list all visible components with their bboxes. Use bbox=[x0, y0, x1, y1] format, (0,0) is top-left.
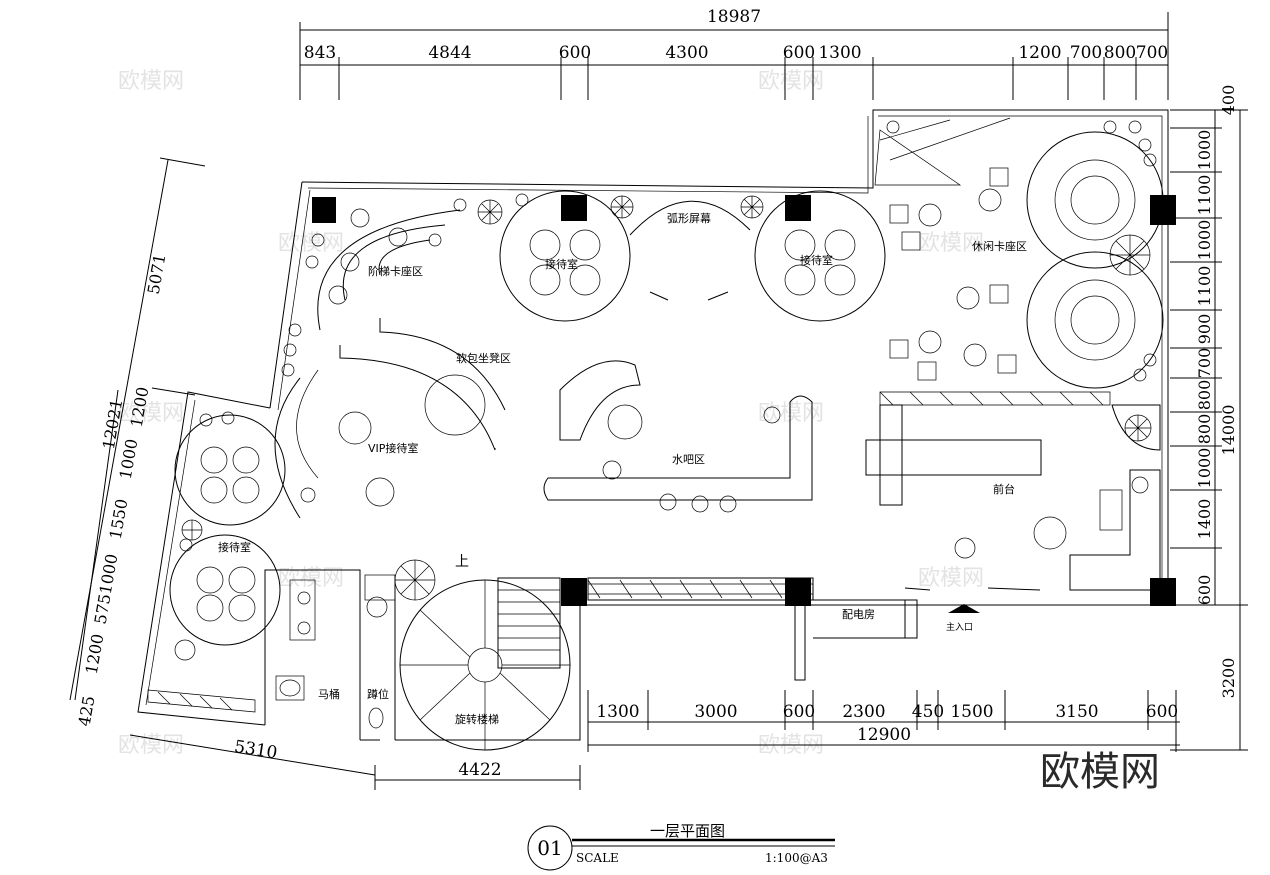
dim-left-3: 1550 bbox=[106, 497, 132, 540]
label-front-desk: 前台 bbox=[993, 482, 1015, 496]
dim-right-6: 900 bbox=[1195, 314, 1214, 345]
dim-left-7: 425 bbox=[75, 694, 99, 727]
label-main-entrance: 主入口 bbox=[946, 621, 973, 633]
label-toilet: 马桶 bbox=[318, 687, 340, 701]
scale-label: SCALE bbox=[576, 851, 619, 865]
label-up: 上 bbox=[455, 554, 469, 570]
dim-left-outer-1: 5071 bbox=[144, 252, 170, 295]
furniture bbox=[169, 131, 1164, 751]
walls bbox=[137, 109, 1169, 741]
label-power-room: 配电房 bbox=[842, 608, 875, 621]
dim-right-11: 1400 bbox=[1195, 499, 1214, 540]
drawing-number: 01 bbox=[537, 836, 562, 860]
dim-bottom-right-5: 450 bbox=[912, 702, 944, 722]
watermark-text: 欧模网 bbox=[758, 401, 824, 426]
dim-bottom-right-6: 1500 bbox=[950, 702, 993, 722]
dim-top-5: 600 bbox=[783, 43, 815, 63]
dim-bottom-right-2: 3000 bbox=[694, 702, 737, 722]
dim-bottom-right-total: 12900 bbox=[857, 725, 911, 745]
left-dimensions: 5071 12021 1200 1000 1550 1000 575 1200 … bbox=[69, 157, 206, 728]
dim-top-1: 843 bbox=[304, 43, 336, 63]
dim-right-9: 800 bbox=[1195, 414, 1214, 445]
brand-logo-text: 欧模网 bbox=[1040, 749, 1160, 795]
dim-top-right-4: 700 bbox=[1136, 43, 1168, 63]
watermark-text: 欧模网 bbox=[918, 566, 984, 591]
room-labels: 阶梯卡座区 接待室 弧形屏幕 接待室 休闲卡座区 软包坐凳区 VIP接待室 水吧… bbox=[218, 211, 1027, 726]
dim-right-2: 1000 bbox=[1195, 130, 1214, 171]
dim-right-7: 700 bbox=[1195, 348, 1214, 379]
dim-bottom-right-4: 2300 bbox=[842, 702, 885, 722]
dim-top-3: 600 bbox=[559, 43, 591, 63]
label-arc-screen: 弧形屏幕 bbox=[667, 211, 711, 225]
dim-right-4: 1000 bbox=[1195, 220, 1214, 261]
label-spiral-stair: 旋转楼梯 bbox=[455, 712, 499, 726]
drawing-title: 一层平面图 bbox=[650, 822, 725, 840]
dim-left-2: 1000 bbox=[116, 437, 142, 480]
watermark-text: 欧模网 bbox=[118, 401, 184, 426]
right-dimensions: 400 1000 1100 1000 1100 900 700 800 800 … bbox=[1170, 85, 1248, 751]
watermark-text: 欧模网 bbox=[118, 69, 184, 94]
dim-left-5: 575 bbox=[91, 592, 115, 625]
plants bbox=[174, 120, 1157, 661]
dim-top-total: 18987 bbox=[707, 7, 761, 27]
dim-top-right-1: 1200 bbox=[1018, 43, 1061, 63]
label-vip-reception: VIP接待室 bbox=[368, 441, 418, 455]
label-squat: 蹲位 bbox=[367, 687, 389, 701]
watermark-text: 欧模网 bbox=[118, 733, 184, 758]
label-stair-booth: 阶梯卡座区 bbox=[368, 264, 423, 278]
dim-right-1: 400 bbox=[1219, 85, 1238, 116]
watermark-text: 欧模网 bbox=[918, 231, 984, 256]
label-reception-2: 接待室 bbox=[800, 253, 833, 267]
dim-right-total: 14000 bbox=[1219, 405, 1238, 456]
dim-right-12: 600 bbox=[1195, 575, 1214, 606]
label-reception-left: 接待室 bbox=[218, 540, 251, 554]
dim-right-8: 800 bbox=[1195, 380, 1214, 411]
label-soft-seat: 软包坐凳区 bbox=[456, 351, 511, 365]
dim-bottom-stair: 4422 bbox=[458, 760, 501, 780]
title-block: 01 一层平面图 SCALE 1:100@A3 bbox=[527, 822, 835, 871]
bottom-dimensions: 5310 4422 1300 3000 600 2300 450 1500 31… bbox=[129, 690, 1180, 790]
watermark-text: 欧模网 bbox=[278, 231, 344, 256]
dim-bottom-left: 5310 bbox=[233, 737, 279, 764]
hatch-strips bbox=[147, 117, 1111, 713]
label-leisure-booth: 休闲卡座区 bbox=[972, 239, 1027, 253]
dim-right-3: 1100 bbox=[1195, 175, 1214, 216]
dim-top-right-2: 700 bbox=[1070, 43, 1102, 63]
dim-left-4: 1000 bbox=[96, 552, 122, 595]
dim-top-4: 4300 bbox=[665, 43, 708, 63]
dim-left-6: 1200 bbox=[82, 632, 108, 675]
dim-bottom-right-7: 3150 bbox=[1055, 702, 1098, 722]
watermark-text: 欧模网 bbox=[758, 69, 824, 94]
dim-right-10: 1000 bbox=[1195, 448, 1214, 489]
label-reception-1: 接待室 bbox=[545, 257, 578, 271]
dim-top-6: 1300 bbox=[818, 43, 861, 63]
columns bbox=[312, 195, 1176, 606]
top-dimensions: 18987 843 4844 600 4300 600 1300 1200 70… bbox=[299, 7, 1169, 100]
label-water-bar: 水吧区 bbox=[672, 453, 705, 466]
scale-value: 1:100@A3 bbox=[765, 851, 828, 865]
dim-top-2: 4844 bbox=[428, 43, 471, 63]
dim-bottom-right-3: 600 bbox=[783, 702, 815, 722]
dim-right-extra: 3200 bbox=[1219, 658, 1238, 699]
dim-bottom-right-1: 1300 bbox=[596, 702, 639, 722]
dim-bottom-right-8: 600 bbox=[1146, 702, 1178, 722]
watermarks: 欧模网 欧模网 欧模网 欧模网 欧模网 欧模网 欧模网 欧模网 欧模网 欧模网 bbox=[118, 69, 984, 758]
dim-right-5: 1100 bbox=[1195, 266, 1214, 307]
dim-top-right-3: 800 bbox=[1104, 43, 1136, 63]
